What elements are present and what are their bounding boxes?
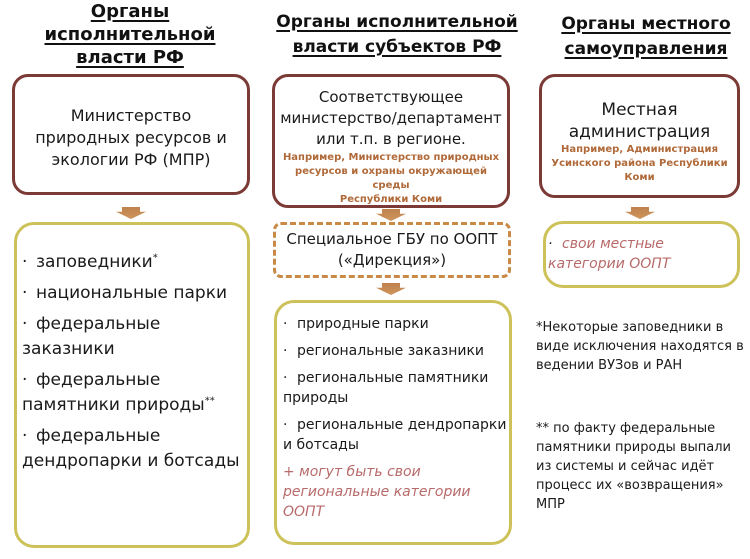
heading-line: самоуправления xyxy=(564,39,728,59)
item-text: региональные заказники xyxy=(297,343,485,359)
bullet-icon: · xyxy=(22,426,28,446)
bullet-icon: · xyxy=(283,370,288,386)
federal-categories-box xyxy=(14,222,250,548)
heading-line: власти РФ xyxy=(76,47,184,68)
item-text: региональные дендропарки и ботсады xyxy=(283,417,507,453)
list-item: · природные парки xyxy=(283,314,509,334)
down-arrow-icon xyxy=(116,207,146,219)
heading-federal: Органы исполнительной власти РФ xyxy=(20,0,240,69)
bullet-icon: · xyxy=(22,314,28,334)
item-text: национальные парки xyxy=(36,283,228,303)
federal-ministry-box: Министерство природных ресурсов и эколог… xyxy=(12,74,250,195)
heading-line: Органы исполнительной xyxy=(276,12,518,32)
label-line: или т.п. в регионе. xyxy=(316,130,466,148)
label-line: министерство/департамент xyxy=(280,109,502,127)
example-line: Республики Коми xyxy=(339,194,443,205)
heading-line: Органы xyxy=(90,1,170,22)
label-line: Местная xyxy=(601,100,678,120)
label-line: Специальное ГБУ по ООПТ xyxy=(286,230,498,248)
regional-note: + могут быть свои региональные категории… xyxy=(283,464,471,520)
directorate-label: Специальное ГБУ по ООПТ («Дирекция») xyxy=(276,229,508,271)
heading-line: исполнительной xyxy=(44,24,216,45)
down-arrow-icon xyxy=(376,283,406,295)
label-line: («Дирекция») xyxy=(337,251,447,269)
local-categories-box xyxy=(543,221,740,288)
example-line: ресурсов и охраны окружающей среды xyxy=(295,166,487,191)
example-line: Усинского района Республики xyxy=(551,158,728,169)
bullet-icon: · xyxy=(548,236,553,252)
regional-categories-list: · природные парки · региональные заказники… xyxy=(283,314,509,529)
footnote-reserves: *Некоторые заповедники в виде исключения… xyxy=(536,320,744,373)
list-item: ·региональные памятники природы xyxy=(283,368,509,408)
footnote-mark: * xyxy=(152,252,158,264)
list-item: ·федеральные дендропарки и ботсады xyxy=(22,424,248,474)
list-item: ·федеральные заказники xyxy=(22,312,248,362)
item-text: федеральные памятники природы xyxy=(22,370,205,415)
federal-ministry-label: Министерство природных ресурсов и эколог… xyxy=(15,105,247,171)
list-item: · заповедники* xyxy=(22,250,248,275)
item-text: региональные памятники природы xyxy=(283,370,489,406)
example-line: Например, Администрация xyxy=(561,144,718,155)
item-text: федеральные заказники xyxy=(22,314,161,359)
regional-ministry-label: Соответствующее министерство/департамент… xyxy=(275,87,507,150)
heading-local: Органы местного самоуправления xyxy=(546,12,746,62)
heading-line: власти субъектов РФ xyxy=(292,37,502,57)
example-line: Коми xyxy=(624,172,655,183)
label-line: Министерство xyxy=(70,106,192,125)
local-admin-label: Местная администрация xyxy=(542,99,737,143)
regional-categories-box xyxy=(274,300,512,545)
down-arrow-icon xyxy=(376,209,406,221)
federal-categories-list: ·заповедники* ·национальные парки ·федер… xyxy=(22,250,248,480)
down-arrow-icon xyxy=(625,207,655,219)
item-text: свои местные категории ООПТ xyxy=(548,236,671,272)
label-line: Соответствующее xyxy=(318,88,464,106)
label-line: природных ресурсов и xyxy=(35,128,227,147)
heading-regional: Органы исполнительной власти субъектов Р… xyxy=(262,10,532,60)
list-item: ·региональные дендропарки и ботсады xyxy=(283,415,509,455)
bullet-icon: · xyxy=(283,316,288,332)
item-text: федеральные дендропарки и ботсады xyxy=(22,426,240,471)
local-categories-list: ·свои местные категории ООПТ xyxy=(548,234,738,274)
list-item: · региональные заказники xyxy=(283,341,509,361)
item-text: заповедники xyxy=(36,252,153,272)
regional-ministry-box: Соответствующее министерство/департамент… xyxy=(272,74,510,208)
footnote-mark: ** xyxy=(204,395,215,407)
directorate-box: Специальное ГБУ по ООПТ («Дирекция») xyxy=(273,222,511,278)
bullet-icon: · xyxy=(22,283,28,303)
item-text: природные парки xyxy=(297,316,429,332)
example-line: Например, Министерство природных xyxy=(282,152,500,163)
footnote-monuments: ** по факту федеральные памятники природ… xyxy=(536,421,731,512)
list-item: · национальные парки xyxy=(22,281,248,306)
local-admin-box: Местная администрация Например, Админист… xyxy=(539,74,740,198)
local-admin-example: Например, Администрация Усинского района… xyxy=(542,143,737,185)
heading-line: Органы местного xyxy=(561,14,731,34)
bullet-icon: · xyxy=(22,370,28,390)
list-item: ·федеральные памятники природы** xyxy=(22,368,248,418)
bullet-icon: · xyxy=(283,343,288,359)
label-line: администрация xyxy=(568,122,711,142)
list-item: ·свои местные категории ООПТ xyxy=(548,234,738,274)
bullet-icon: · xyxy=(283,417,288,433)
bullet-icon: · xyxy=(22,252,28,272)
label-line: экологии РФ (МПР) xyxy=(51,150,211,169)
regional-ministry-example: Например, Министерство природных ресурсо… xyxy=(275,151,507,207)
